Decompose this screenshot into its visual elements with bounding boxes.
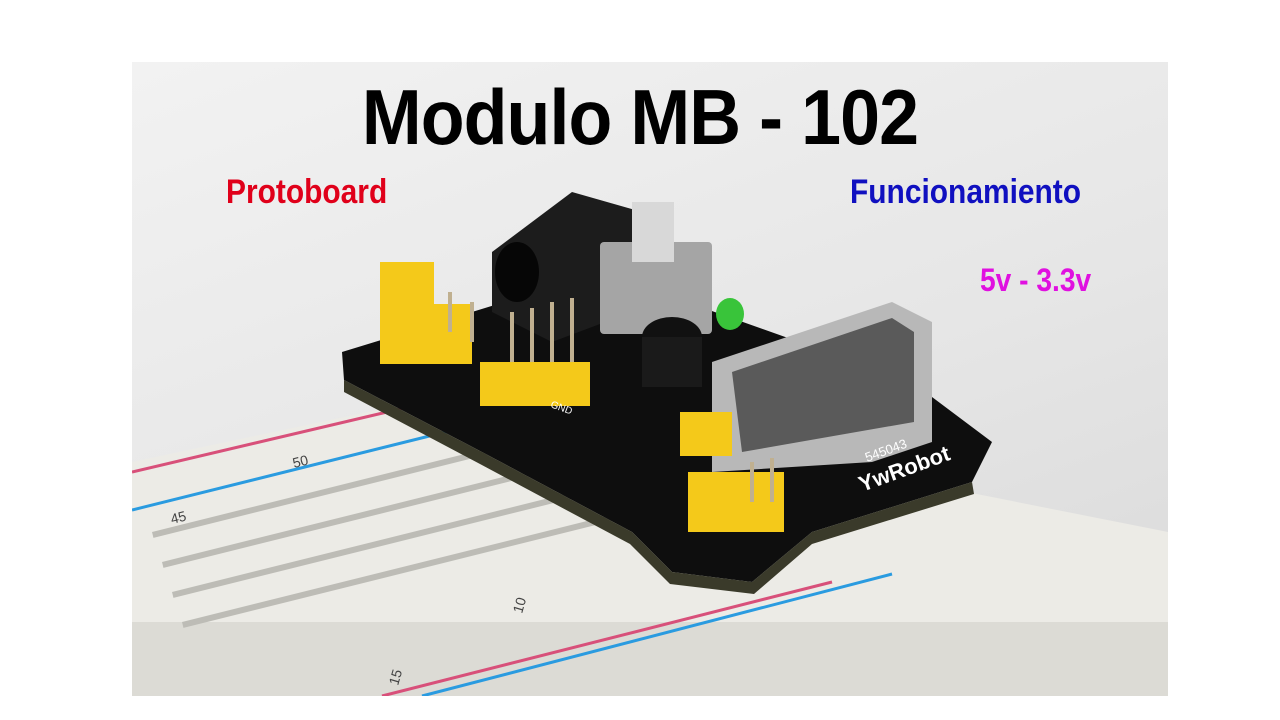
pcb-board	[342, 272, 992, 582]
protoboard-label: Protoboard	[226, 173, 388, 211]
push-switch	[600, 242, 712, 334]
photo: 55 50 45 10 15	[132, 62, 1168, 696]
voltage-label: 5v - 3.3v	[980, 262, 1092, 298]
breadboard-photo: 55 50 45 10 15	[132, 192, 1168, 696]
bb-num-10: 10	[510, 595, 530, 615]
bb-num-45: 45	[169, 508, 188, 527]
page-title: Modulo MB - 102	[361, 73, 919, 161]
jumpers	[380, 262, 784, 532]
led	[716, 298, 744, 330]
funcionamiento-label: Funcionamiento	[850, 173, 1082, 211]
bb-num-50: 50	[291, 452, 310, 471]
bb-num-15: 15	[386, 667, 406, 687]
